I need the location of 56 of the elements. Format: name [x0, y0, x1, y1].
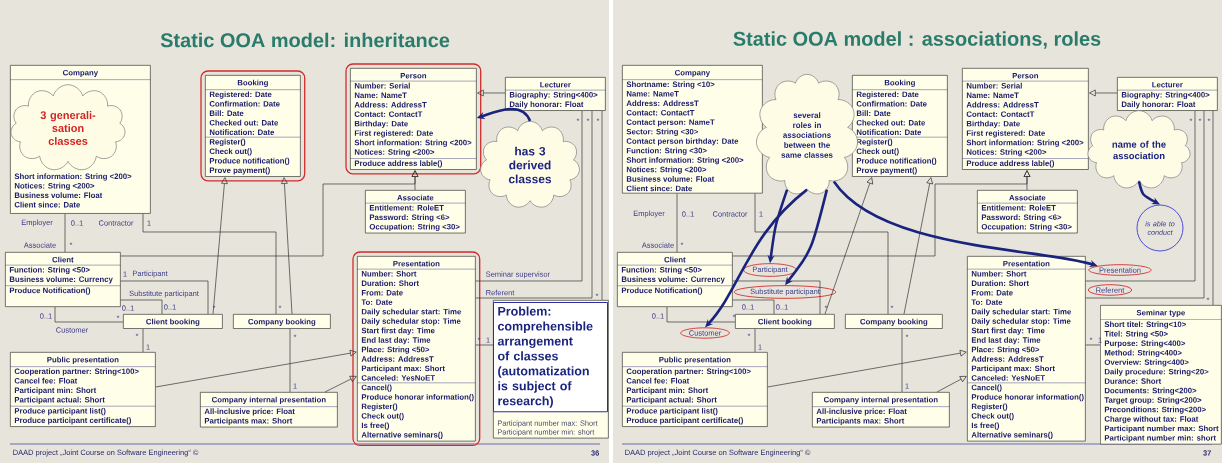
association-line	[601, 110, 603, 301]
association-line	[64, 213, 66, 253]
association-line	[142, 213, 277, 315]
inheritance-arrow	[281, 177, 293, 315]
class-box	[622, 65, 763, 194]
association-line	[1085, 344, 1101, 346]
inheritance-arrow	[120, 170, 419, 257]
inheritance-arrow	[936, 376, 967, 393]
association-line	[666, 306, 736, 323]
inheritance-arrow	[824, 177, 874, 315]
class-box	[617, 252, 733, 307]
association-line	[120, 299, 163, 315]
class-box	[365, 190, 466, 234]
class-box	[812, 392, 950, 428]
class-box	[123, 314, 223, 329]
class-box	[735, 314, 835, 329]
association-line	[901, 328, 903, 393]
inheritance-arrow	[732, 170, 1031, 257]
inheritance-arrow	[212, 177, 228, 315]
inheritance-arrow	[767, 349, 967, 388]
inheritance-arrow	[1089, 89, 1118, 97]
class-box	[505, 77, 606, 111]
association-line	[1085, 110, 1196, 282]
class-box	[622, 352, 768, 427]
class-box	[10, 352, 156, 427]
class-box	[977, 190, 1078, 234]
class-box	[5, 252, 121, 307]
association-line	[732, 299, 775, 315]
inheritance-arrow	[155, 349, 357, 388]
association-line	[142, 328, 144, 353]
class-box	[1117, 77, 1218, 111]
association-line	[475, 344, 494, 346]
association-line	[120, 280, 209, 315]
class-box	[233, 314, 331, 329]
slide-title: Static OOA model: inheritance	[160, 32, 450, 48]
class-box	[962, 68, 1089, 170]
inheritance-arrow	[477, 89, 506, 97]
inheritance-arrow	[324, 375, 357, 393]
class-box	[1100, 305, 1222, 445]
association-line	[475, 110, 593, 299]
slide-title: Static OOA model : associations, roles	[733, 31, 1101, 49]
association-line	[754, 193, 889, 315]
association-line	[54, 306, 124, 323]
association-line	[732, 280, 821, 315]
class-box	[200, 392, 338, 428]
class-box	[845, 314, 943, 329]
association-line	[676, 193, 678, 253]
class-box	[967, 256, 1086, 442]
association-line	[1085, 110, 1205, 299]
class-box	[852, 75, 948, 177]
callout-arrow	[1137, 181, 1160, 205]
association-line	[289, 328, 291, 393]
association-line	[1212, 110, 1214, 306]
association-line	[475, 110, 583, 282]
inheritance-arrow	[903, 177, 934, 315]
association-line	[754, 328, 756, 353]
